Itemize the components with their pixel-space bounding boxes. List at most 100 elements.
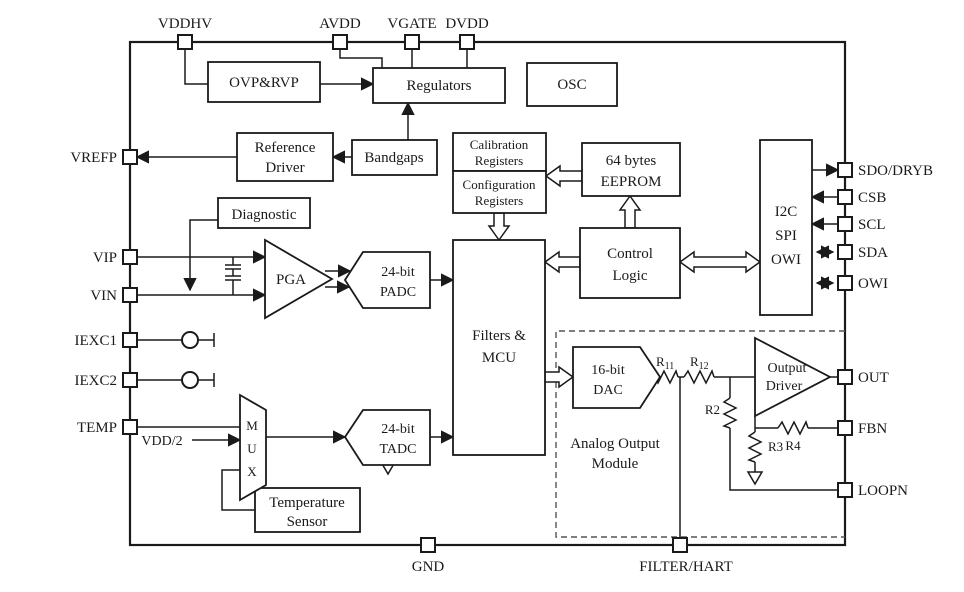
pin-out	[837, 369, 853, 385]
block-interface-i2c-spi-owi	[759, 139, 813, 316]
pin-sda	[837, 244, 853, 260]
pin-filter-hart	[672, 537, 688, 553]
configuration-registers-label-2: Registers	[475, 193, 523, 208]
pin-label-vip: VIP	[93, 250, 117, 266]
pin-label-scl: SCL	[858, 217, 886, 233]
tadc-label-1: 24-bit	[381, 422, 415, 437]
pin-label-iexc2: IEXC2	[75, 373, 118, 389]
r12-label: R12	[690, 354, 709, 372]
block-pga-amplifier	[264, 238, 334, 320]
bandgaps-label: Bandgaps	[364, 150, 423, 166]
r12-sub: 12	[699, 361, 709, 372]
pin-avdd	[332, 34, 348, 50]
mux-label-x: X	[247, 464, 257, 479]
r2-label: R2	[705, 402, 720, 417]
regulators-label: Regulators	[407, 78, 472, 94]
ground-symbol-icon	[746, 471, 764, 486]
pin-label-vin: VIN	[90, 288, 117, 304]
block-calibration-registers	[452, 132, 547, 172]
interface-label-i2c: I2C	[775, 204, 798, 220]
temperature-sensor-label-1: Temperature	[269, 495, 345, 511]
pin-sdo-dryb	[837, 162, 853, 178]
output-driver-label-1: Output	[768, 361, 807, 376]
pin-label-filter-hart: FILTER/HART	[639, 559, 733, 575]
pga-label: PGA	[276, 272, 306, 288]
block-reference-driver	[236, 132, 334, 182]
temperature-sensor-label-2: Sensor	[287, 514, 328, 530]
resistor-r3	[747, 431, 763, 463]
osc-label: OSC	[557, 77, 586, 93]
r4-label: R4	[785, 438, 801, 453]
pin-iexc1	[122, 332, 138, 348]
pin-label-csb: CSB	[858, 190, 886, 206]
control-logic-label-1: Control	[607, 246, 653, 262]
pin-vip	[122, 249, 138, 265]
iexc-wires	[137, 333, 215, 387]
block-tadc	[343, 409, 431, 466]
pin-label-temp: TEMP	[77, 420, 117, 436]
pin-vrefp	[122, 149, 138, 165]
resistor-r4	[777, 420, 809, 436]
control-logic-label-2: Logic	[613, 268, 648, 284]
interface-label-spi: SPI	[775, 228, 797, 244]
iexc1-current-source-icon	[181, 331, 199, 349]
pin-temp	[122, 419, 138, 435]
block-filters-mcu	[452, 239, 546, 456]
ovp-rvp-label: OVP&RVP	[229, 75, 299, 91]
registers-to-mcu-bus-arrow	[487, 212, 511, 242]
iexc2-current-source-icon	[181, 371, 199, 389]
r12-name: R	[690, 354, 699, 369]
analog-output-module-dashed-box	[555, 330, 845, 538]
r3-label: R3	[768, 439, 783, 454]
calibration-registers-label-2: Registers	[475, 153, 523, 168]
block-configuration-registers	[452, 170, 547, 214]
eeprom-label-1: 64 bytes	[606, 153, 657, 169]
temp-mux-wires	[137, 426, 255, 511]
block-temperature-sensor	[254, 487, 361, 533]
filters-mcu-label-2: MCU	[482, 350, 516, 366]
tadc-label-2: TADC	[380, 442, 417, 457]
block-osc	[526, 62, 618, 107]
block-padc	[343, 251, 431, 309]
mux-label-u: U	[247, 441, 257, 456]
block-bandgaps	[351, 139, 438, 176]
block-control-logic	[579, 227, 681, 299]
analog-output-module-label-2: Module	[592, 456, 639, 472]
block-dac	[572, 346, 662, 409]
padc-label-2: PADC	[380, 285, 416, 300]
pin-label-vddhv: VDDHV	[158, 16, 212, 32]
pin-fbn	[837, 420, 853, 436]
resistor-r12	[683, 369, 715, 385]
dac-label-1: 16-bit	[591, 363, 625, 378]
interface-label-owi: OWI	[771, 252, 801, 268]
r11-sub: 11	[665, 361, 675, 372]
pin-dvdd	[459, 34, 475, 50]
pin-label-fbn: FBN	[858, 421, 887, 437]
pin-label-dvdd: DVDD	[445, 16, 488, 32]
diagnostic-injection-arrow	[183, 219, 218, 292]
pin-label-loopn: LOOPN	[858, 483, 908, 499]
pin-label-vrefp: VREFP	[70, 150, 117, 166]
pin-iexc2	[122, 372, 138, 388]
control-logic-interface-bus-arrow	[678, 250, 762, 274]
control-logic-to-eeprom-bus-arrow	[618, 194, 642, 229]
vdd2-label: VDD/2	[141, 434, 182, 449]
output-driver-label-2: Driver	[766, 379, 803, 394]
pin-label-vgate: VGATE	[387, 16, 436, 32]
reference-driver-label-2: Driver	[265, 160, 304, 176]
diagnostic-label: Diagnostic	[232, 207, 297, 223]
pin-label-avdd: AVDD	[319, 16, 361, 32]
block-regulators	[372, 67, 506, 104]
r11-name: R	[656, 354, 665, 369]
pin-loopn	[837, 482, 853, 498]
filters-mcu-label-1: Filters &	[472, 328, 526, 344]
configuration-registers-label-1: Configuration	[463, 177, 536, 192]
block-mux	[239, 393, 267, 502]
pin-vgate	[404, 34, 420, 50]
calibration-registers-label-1: Calibration	[470, 137, 529, 152]
eeprom-label-2: EEPROM	[601, 174, 662, 190]
eeprom-to-registers-bus-arrow	[544, 164, 583, 188]
mcu-to-dac-bus-arrow	[544, 365, 575, 389]
pin-owi	[837, 275, 853, 291]
